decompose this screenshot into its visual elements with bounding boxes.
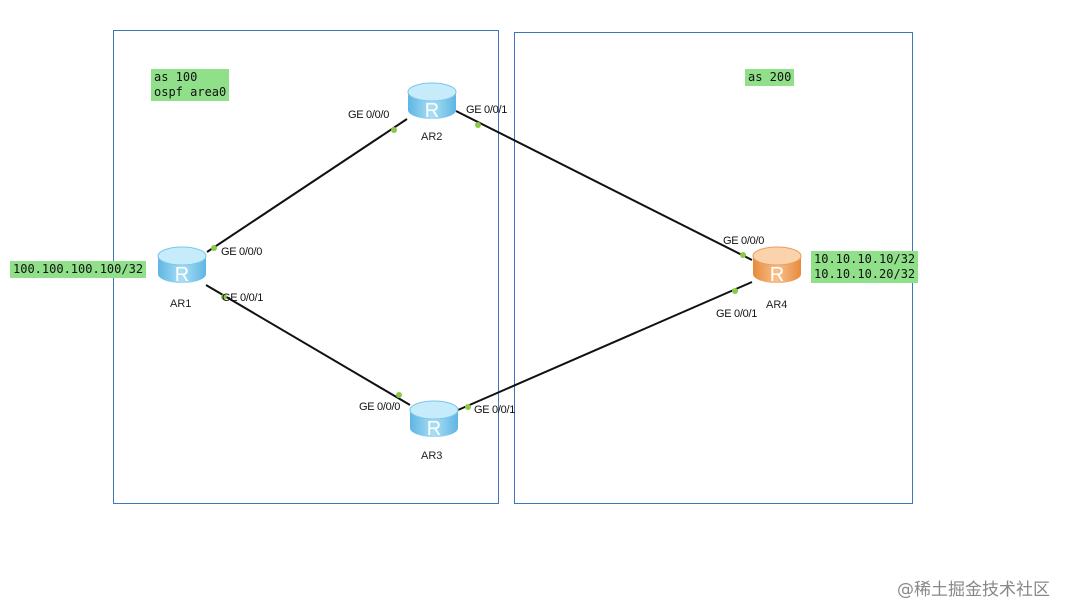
- port-dot: [221, 294, 227, 300]
- as100-note: as 100 ospf area0: [151, 69, 230, 101]
- router-ar3-icon: [409, 400, 459, 441]
- router-ar4-icon: [752, 246, 802, 287]
- router-ar3-label[interactable]: AR3: [421, 450, 443, 462]
- router-ar4-label[interactable]: AR4: [766, 299, 788, 311]
- port-dot: [732, 288, 738, 294]
- port-label-ar1-g0: GE 0/0/0: [221, 246, 263, 258]
- port-label-ar1-g1: GE 0/0/1: [222, 292, 264, 304]
- port-dot: [475, 122, 481, 128]
- link-ar1-ar3: [205, 284, 411, 406]
- port-dot: [396, 392, 402, 398]
- port-label-ar3-g0: GE 0/0/0: [359, 401, 401, 413]
- link-ar2-ar4: [455, 110, 753, 261]
- port-label-ar4-g1: GE 0/0/1: [716, 308, 758, 320]
- port-label-ar3-g1: GE 0/0/1: [474, 404, 516, 416]
- ar4-loopback-note: 10.10.10.10/32 10.10.10.20/32: [811, 251, 919, 283]
- port-dot: [391, 127, 397, 133]
- port-dot: [465, 404, 471, 410]
- watermark: @稀土掘金技术社区: [897, 580, 1050, 600]
- link-ar3-ar4: [457, 281, 753, 411]
- port-label-ar2-g1: GE 0/0/1: [466, 104, 508, 116]
- router-ar2-icon: [407, 82, 457, 123]
- router-ar1-icon: [157, 246, 207, 287]
- port-dot: [211, 245, 217, 251]
- link-ar1-ar2: [206, 118, 408, 253]
- router-ar1-label[interactable]: AR1: [170, 298, 192, 310]
- port-label-ar2-g0: GE 0/0/0: [348, 109, 390, 121]
- ar1-loopback-note: 100.100.100.100/32: [10, 261, 147, 278]
- as200-note: as 200: [745, 69, 795, 86]
- port-dot: [740, 252, 746, 258]
- port-label-ar4-g0: GE 0/0/0: [723, 235, 765, 247]
- router-ar2-label[interactable]: AR2: [421, 131, 443, 143]
